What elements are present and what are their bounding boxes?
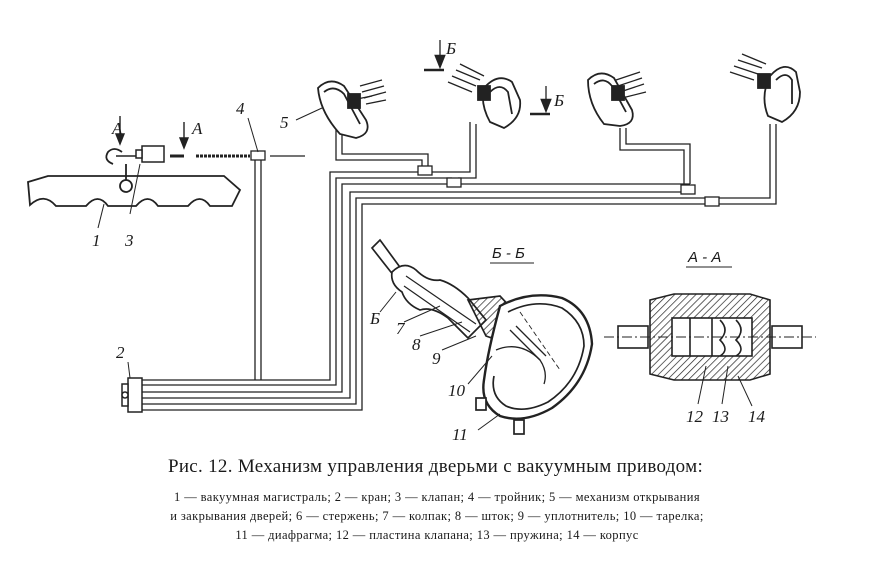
label-arrow-a-2: А xyxy=(191,119,203,138)
section-bb-view xyxy=(370,238,594,435)
tee-1 xyxy=(417,165,433,176)
section-mark-b-1 xyxy=(424,40,446,72)
diagram: 1 3 4 5 2 А А Б Б Б 7 8 9 10 11 12 13 14… xyxy=(27,39,816,444)
label-1: 1 xyxy=(92,231,101,250)
arrow-a-2 xyxy=(178,122,190,150)
tee-3 xyxy=(680,184,696,195)
section-mark-b-2 xyxy=(530,86,552,116)
label-13: 13 xyxy=(712,407,729,426)
tee-2 xyxy=(446,177,462,188)
label-arrow-b-2: Б xyxy=(553,91,564,110)
arrow-a-1 xyxy=(114,116,126,146)
door-mechanism-2 xyxy=(447,63,522,130)
label-9: 9 xyxy=(432,349,441,368)
figure-legend: 1 — вакуумная магистраль; 2 — кран; 3 — … xyxy=(6,488,868,545)
tap-2 xyxy=(121,377,143,413)
leader-lines xyxy=(97,107,753,431)
label-14: 14 xyxy=(748,407,766,426)
vacuum-main-line xyxy=(140,122,777,411)
label-10: 10 xyxy=(448,381,466,400)
label-arrow-a-1: А xyxy=(111,119,123,138)
figure-caption: Рис. 12. Механизм управления дверьми с в… xyxy=(167,456,704,477)
section-title-bb: Б - Б xyxy=(492,245,525,262)
legend-line-2: и закрывания дверей; 6 — стержень; 7 — к… xyxy=(170,509,704,523)
section-title-aa: А - А xyxy=(687,249,721,266)
valve-3 xyxy=(116,145,165,163)
label-4: 4 xyxy=(236,99,245,118)
label-6: Б xyxy=(369,309,380,328)
label-arrow-b-1: Б xyxy=(445,39,456,58)
label-3: 3 xyxy=(124,231,134,250)
legend-line-3: 11 — диафрагма; 12 — пластина клапана; 1… xyxy=(235,528,639,542)
label-8: 8 xyxy=(412,335,421,354)
legend-line-1: 1 — вакуумная магистраль; 2 — кран; 3 — … xyxy=(174,490,700,504)
label-5: 5 xyxy=(280,113,289,132)
section-aa-view xyxy=(604,293,816,381)
door-mechanism-3 xyxy=(587,71,647,127)
vacuum-manifold xyxy=(27,148,242,207)
label-12: 12 xyxy=(686,407,704,426)
tee-4 xyxy=(704,196,720,207)
tee-part-4 xyxy=(250,150,266,161)
label-7: 7 xyxy=(396,319,406,338)
label-2: 2 xyxy=(116,343,125,362)
label-11: 11 xyxy=(452,425,468,444)
door-mechanism-4 xyxy=(729,53,801,124)
door-mechanism-1 xyxy=(317,79,387,139)
